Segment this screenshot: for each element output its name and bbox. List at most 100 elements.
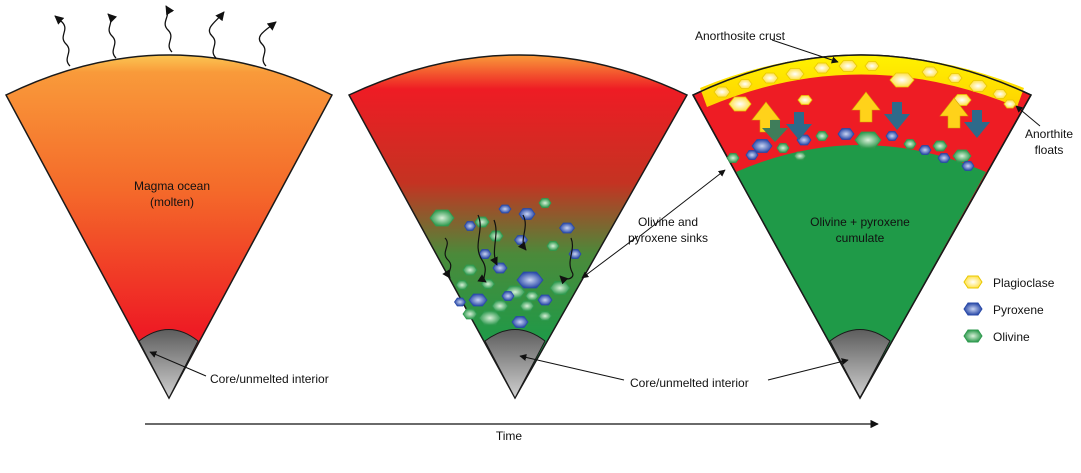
- arrow-anorthite: [1015, 105, 1041, 127]
- label-molten: (molten): [150, 195, 194, 209]
- label-magma-ocean: Magma ocean: [134, 179, 210, 193]
- plagioclase-crystal-icon: [947, 73, 963, 83]
- plagioclase-crystal-icon: [761, 72, 779, 84]
- label-core-left: Core/unmelted interior: [210, 372, 329, 386]
- plagioclase-crystal-icon: [864, 61, 880, 71]
- plagioclase-crystal-icon: [992, 89, 1008, 99]
- cumulate-layer: [736, 145, 986, 398]
- olivine-crystal-icon: [455, 280, 469, 290]
- olivine-crystal-icon: [903, 139, 917, 149]
- pyroxene-crystal-icon: [918, 145, 932, 155]
- plagioclase-crystal-icon: [1003, 99, 1017, 109]
- pyroxene-crystal-icon: [464, 221, 476, 231]
- label-anorthite: Anorthite: [1025, 127, 1073, 141]
- label-pyroxene-sinks: pyroxene sinks: [628, 231, 708, 245]
- label-cumulate-line1: Olivine + pyroxene: [810, 215, 910, 229]
- plagioclase-crystal-icon: [797, 95, 813, 105]
- pyroxene-crystal-icon: [885, 131, 899, 141]
- heat-arrow-icon: [164, 5, 175, 53]
- legend-item-plagioclase: Plagioclase: [963, 275, 1055, 290]
- pyroxene-crystal-icon: [837, 128, 855, 140]
- wedge-differentiated: [691, 54, 1033, 400]
- olivine-swatch-icon: [963, 329, 983, 343]
- legend-label: Pyroxene: [993, 303, 1044, 317]
- plagioclase-crystal-icon: [713, 86, 731, 98]
- label-core-shared: Core/unmelted interior: [630, 376, 749, 390]
- olivine-crystal-icon: [932, 140, 948, 152]
- olivine-crystal-icon: [519, 300, 535, 312]
- olivine-crystal-icon: [549, 281, 571, 295]
- olivine-crystal-icon: [538, 198, 552, 208]
- sinking-arrows: [442, 214, 574, 285]
- core-left: [138, 329, 199, 400]
- heat-arrow-icon: [107, 13, 118, 59]
- olivine-crystal-icon: [429, 209, 455, 227]
- legend-item-olivine: Olivine: [963, 329, 1030, 344]
- pyroxene-crystal-icon: [745, 150, 759, 160]
- olivine-crystal-icon: [478, 310, 502, 326]
- label-olivine-and: Olivine and: [638, 215, 698, 229]
- olivine-crystal-icon: [462, 308, 478, 320]
- olivine-crystal-icon: [474, 216, 490, 228]
- plagioclase-crystal-icon: [785, 68, 805, 80]
- pyroxene-crystal-icon: [492, 262, 508, 274]
- label-floats: floats: [1035, 143, 1064, 157]
- pyroxene-crystal-icon: [518, 208, 536, 220]
- pyroxene-crystal-icon: [478, 249, 492, 259]
- pyroxene-swatch-icon: [963, 302, 983, 316]
- pyroxene-crystal-icon: [498, 204, 512, 214]
- olivine-crystal-icon: [854, 131, 882, 149]
- pyroxene-crystal-icon: [454, 297, 466, 307]
- olivine-crystal-icon: [793, 151, 807, 161]
- legend-item-pyroxene: Pyroxene: [963, 302, 1044, 317]
- olivine-crystal-icon: [525, 291, 539, 301]
- plagioclase-swatch-icon: [963, 275, 983, 289]
- pyroxene-crystal-icon: [937, 153, 951, 163]
- heat-escape-arrows: [54, 5, 277, 67]
- pyroxene-crystal-icon: [537, 294, 553, 306]
- core-right: [829, 329, 891, 400]
- pyroxene-crystal-icon: [559, 222, 575, 234]
- olivine-crystal-icon: [538, 311, 552, 321]
- olivine-crystal-icon: [481, 279, 495, 289]
- wedge-magma-ocean: [4, 54, 334, 400]
- arrow-core-left: [149, 351, 207, 377]
- plagioclase-crystal-icon: [838, 60, 858, 72]
- label-cumulate-line2: cumulate: [836, 231, 885, 245]
- callout-arrows: [145, 39, 1041, 429]
- pyroxene-crystal-icon: [468, 293, 488, 307]
- pyroxene-crystal-icon: [516, 271, 544, 289]
- heat-arrow-icon: [258, 21, 277, 67]
- plagioclase-crystal-icon: [968, 80, 988, 92]
- olivine-crystal-icon: [546, 241, 560, 251]
- heat-arrow-icon: [54, 15, 71, 67]
- pyroxene-crystal-icon: [511, 316, 529, 328]
- sinking-crystals: [429, 198, 582, 328]
- plagioclase-crystal-icon: [921, 66, 939, 78]
- label-time: Time: [496, 429, 523, 443]
- pyroxene-crystal-icon: [961, 161, 975, 171]
- olivine-crystal-icon: [815, 131, 829, 141]
- arrow-anorthosite-crust: [771, 39, 839, 64]
- olivine-crystal-icon: [462, 264, 478, 276]
- olivine-crystal-icon: [952, 149, 972, 163]
- legend-label: Plagioclase: [993, 276, 1055, 290]
- wedge-crystallization: [347, 54, 689, 400]
- heat-arrow-icon: [208, 11, 225, 59]
- plagioclase-crystal-icon: [889, 72, 915, 88]
- arrow-sinks-wedge: [581, 235, 639, 279]
- pyroxene-crystal-icon: [514, 235, 528, 245]
- plagioclase-crystal-icon: [737, 79, 753, 89]
- core-middle: [484, 329, 546, 400]
- arrow-core-middle: [519, 354, 625, 381]
- arrow-sinks-layer: [639, 169, 726, 237]
- layered-crystals: [713, 60, 1017, 171]
- arrow-core-right: [767, 358, 849, 381]
- plagioclase-crystal-icon: [728, 96, 752, 112]
- pyroxene-crystal-icon: [751, 139, 773, 153]
- label-anorthosite-crust: Anorthosite crust: [695, 29, 786, 43]
- legend: Plagioclase Pyroxene Olivine: [963, 275, 1055, 344]
- legend-label: Olivine: [993, 330, 1030, 344]
